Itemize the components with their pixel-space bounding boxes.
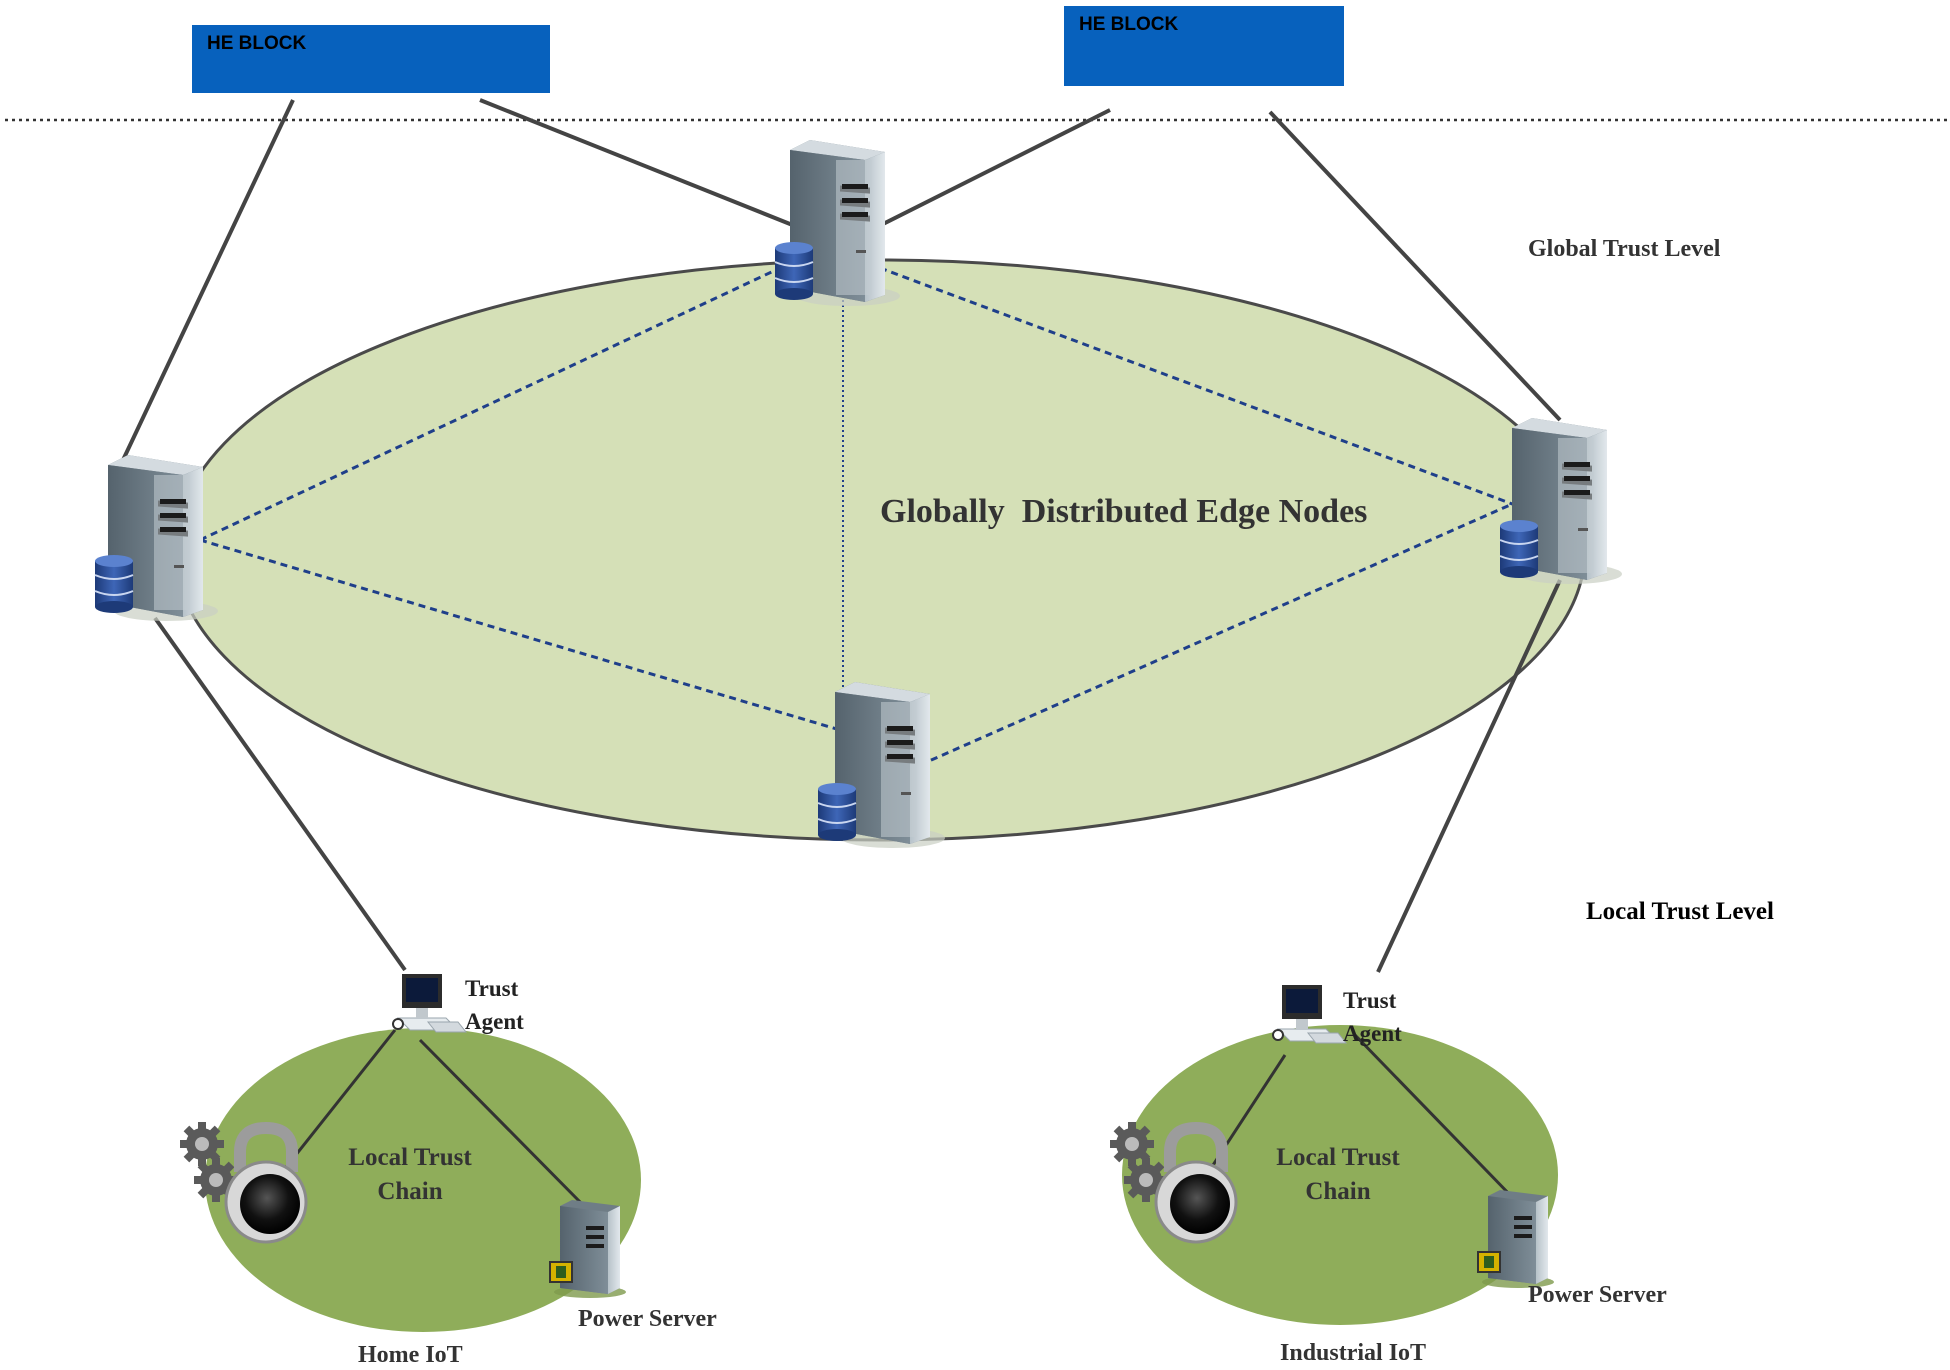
industrial-local-chain-title-line1: Local Trust	[1276, 1144, 1400, 1171]
industrial-power-server-label: Power Server	[1528, 1282, 1667, 1308]
he-block-left: HE BLOCK	[192, 25, 550, 93]
he-block-links	[121, 98, 1562, 461]
industrial-lock-gears-icon	[1110, 1122, 1236, 1242]
home-trust-agent-computer-icon	[392, 973, 467, 1033]
he-block-right: HE BLOCK	[1064, 6, 1344, 86]
edge-node-mesh	[199, 266, 1516, 767]
home-trust-agent-label-line1: Trust	[465, 976, 519, 1001]
local-trust-level-label: Local Trust Level	[1586, 898, 1774, 925]
industrial-trust-agent-computer-icon	[1272, 984, 1347, 1044]
home-local-chain-title-line2: Chain	[377, 1178, 443, 1205]
global-nodes-title: Globally Distributed Edge Nodes	[880, 493, 1368, 530]
he-block-left-label: HE BLOCK	[207, 33, 307, 54]
industrial-power-server-icon	[1477, 1189, 1555, 1289]
home-power-server-label: Power Server	[578, 1306, 717, 1332]
industrial-trust-agent-label-line2: Agent	[1343, 1021, 1402, 1046]
he-block-right-label: HE BLOCK	[1079, 14, 1179, 35]
industrial-iot-links	[1198, 1033, 1517, 1202]
edge-server-top	[774, 140, 900, 306]
global-trust-level-label: Global Trust Level	[1528, 236, 1721, 262]
home-trust-agent-label-line2: Agent	[465, 1009, 524, 1034]
edge-server-left	[94, 455, 218, 621]
home-iot-ellipse	[205, 1028, 641, 1332]
edge-server-bottom	[817, 682, 945, 848]
local-chain-links	[153, 579, 1562, 973]
home-local-chain-title-line1: Local Trust	[348, 1144, 472, 1171]
home-lock-gears-icon	[180, 1122, 306, 1242]
industrial-local-chain-title-line2: Chain	[1305, 1178, 1371, 1205]
home-iot-caption: Home IoT	[358, 1342, 463, 1368]
industrial-iot-ellipse	[1122, 1025, 1558, 1325]
home-power-server-icon	[549, 1199, 627, 1299]
industrial-iot-caption: Industrial IoT	[1280, 1340, 1427, 1366]
industrial-trust-agent-label-line1: Trust	[1343, 988, 1397, 1013]
edge-server-right	[1499, 418, 1622, 584]
